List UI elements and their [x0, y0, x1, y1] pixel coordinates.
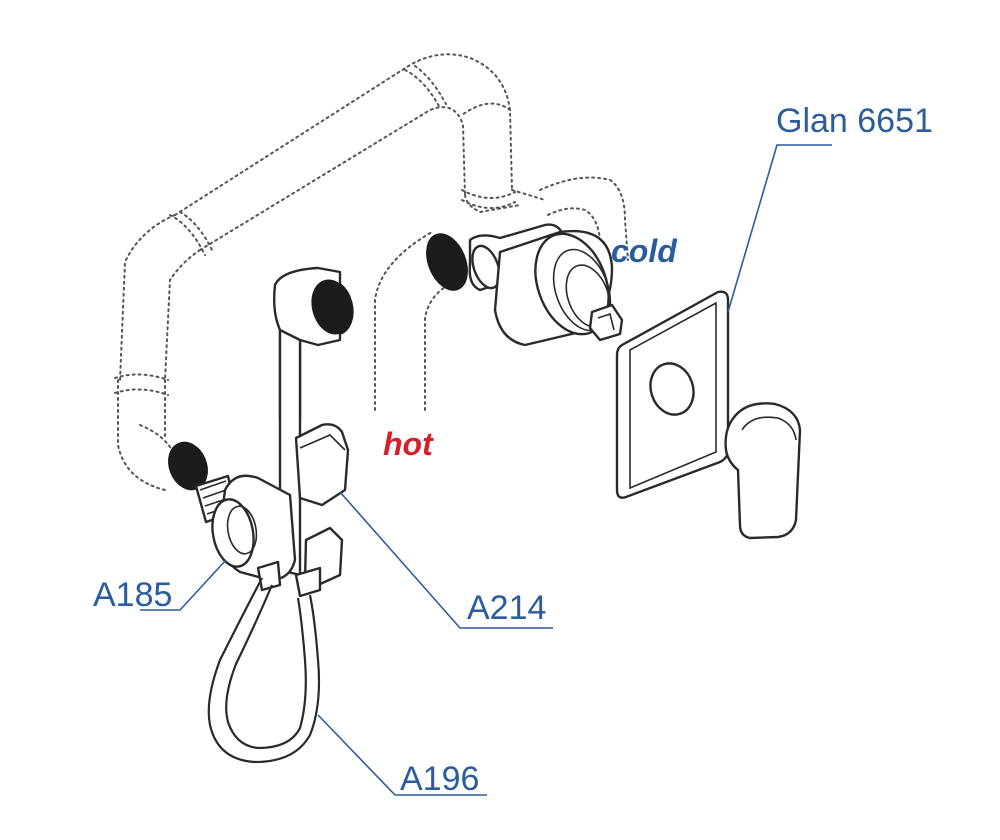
label-hose: A196	[400, 760, 479, 798]
label-holder: A214	[467, 589, 546, 627]
angle-valve	[194, 474, 297, 592]
label-panel-model: Glan 6651	[776, 102, 933, 140]
trim-plate	[615, 290, 730, 499]
label-valve: A185	[93, 576, 172, 614]
label-hot: hot	[383, 426, 434, 462]
lever-handle	[724, 402, 802, 540]
in-wall-piping	[114, 53, 629, 491]
shower-holder	[294, 423, 350, 598]
label-cold: cold	[611, 233, 678, 269]
leader-lines	[140, 144, 832, 796]
mixer-cartridge	[468, 223, 624, 347]
shower-hose	[207, 577, 321, 764]
